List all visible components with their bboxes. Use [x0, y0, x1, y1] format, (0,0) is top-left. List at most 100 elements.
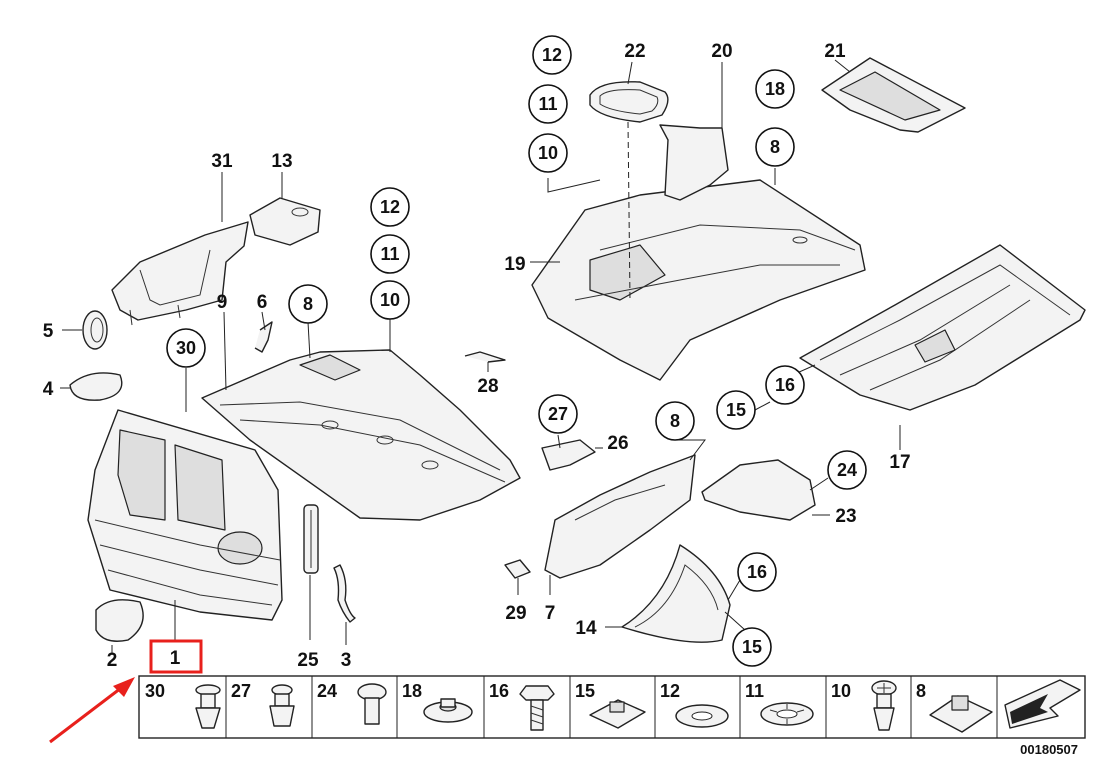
part-19-rear-panel — [531, 179, 866, 381]
circle-16-upper — [765, 365, 805, 405]
strip-label-10: 10 — [831, 681, 851, 701]
part-6-clip — [254, 321, 273, 353]
label-8-side: 8 — [670, 411, 680, 431]
part-4-cover — [69, 372, 123, 401]
highlight-arrow — [49, 683, 126, 744]
label-9: 9 — [217, 292, 228, 313]
circle-30 — [166, 328, 206, 368]
label-15-upper: 15 — [726, 400, 746, 420]
label-24: 24 — [837, 460, 857, 480]
expansion-rivet-icon — [269, 684, 295, 727]
part-25-strip — [303, 504, 319, 574]
highlight-arrow-head — [113, 677, 135, 697]
circle-8-side — [655, 401, 695, 441]
strip-label-30: 30 — [145, 681, 165, 701]
part-2-cap — [95, 599, 144, 642]
push-rivet-icon — [195, 684, 221, 729]
part-3-strap — [333, 564, 356, 623]
part-20-bracket — [659, 124, 729, 201]
part-30-front-panel — [87, 409, 283, 621]
label-21: 21 — [824, 41, 846, 62]
label-22: 22 — [624, 41, 645, 62]
part-5-ring — [82, 310, 108, 350]
label-4: 4 — [43, 379, 54, 400]
label-12-front: 12 — [380, 197, 400, 217]
circled-labels: 12 11 10 18 8 12 11 10 8 30 27 8 15 16 2… — [166, 35, 867, 667]
part-13-plate — [249, 197, 321, 246]
label-2: 2 — [107, 650, 118, 671]
strip-label-24: 24 — [317, 681, 337, 701]
part-22-gasket — [589, 81, 669, 123]
plain-labels: 31 13 5 4 9 6 28 26 19 22 20 21 17 23 29… — [43, 41, 911, 671]
label-25: 25 — [297, 650, 319, 671]
label-16-upper: 16 — [775, 375, 795, 395]
part-29-clip — [504, 559, 531, 579]
washer-nut-icon — [423, 698, 473, 723]
part-28-clip — [464, 351, 506, 363]
label-27: 27 — [548, 404, 568, 424]
label-13: 13 — [271, 151, 292, 172]
label-30: 30 — [176, 338, 196, 358]
label-7: 7 — [545, 603, 556, 624]
circle-8-front — [288, 284, 328, 324]
label-17: 17 — [889, 452, 910, 473]
hardware-strip: 30 27 24 18 16 15 12 11 10 8 — [138, 675, 1086, 739]
strip-label-16: 16 — [489, 681, 509, 701]
label-8-front: 8 — [303, 294, 313, 314]
highlight-annotation — [49, 639, 203, 744]
highlight-box — [149, 639, 203, 674]
label-10-front: 10 — [380, 290, 400, 310]
circle-24 — [827, 450, 867, 490]
label-5: 5 — [43, 321, 54, 342]
label-26: 26 — [607, 433, 628, 454]
label-11-front: 11 — [380, 244, 399, 264]
part-14-liner — [621, 544, 731, 643]
circle-10-front — [370, 280, 410, 320]
circle-11-rear — [528, 84, 568, 124]
part-17-floor-panel — [799, 244, 1086, 411]
star-washer-icon — [760, 702, 814, 726]
circle-16-lower — [737, 552, 777, 592]
strip-label-11: 11 — [745, 681, 764, 701]
label-20: 20 — [711, 41, 732, 62]
diagram-code: 00180507 — [1020, 742, 1078, 757]
label-15-lower: 15 — [742, 637, 762, 657]
strip-label-27: 27 — [231, 681, 251, 701]
label-31: 31 — [211, 151, 233, 172]
label-14: 14 — [575, 618, 597, 639]
plastic-rivet-icon — [357, 683, 387, 725]
circle-8-rear — [755, 127, 795, 167]
label-12-rear: 12 — [542, 45, 562, 65]
strip-label-15: 15 — [575, 681, 595, 701]
label-19: 19 — [504, 254, 525, 275]
label-3: 3 — [341, 650, 352, 671]
strip-label-18: 18 — [402, 681, 422, 701]
flat-washer-icon — [675, 704, 729, 728]
spring-clip-icon — [929, 695, 993, 733]
label-8-rear: 8 — [770, 137, 780, 157]
hex-screw-icon — [519, 685, 555, 731]
part-23-bracket — [701, 459, 816, 521]
circle-15-upper — [716, 390, 756, 430]
circle-10-rear — [528, 133, 568, 173]
circle-12-front — [370, 187, 410, 227]
circle-18 — [755, 69, 795, 109]
label-29: 29 — [505, 603, 526, 624]
label-23: 23 — [835, 506, 856, 527]
label-18: 18 — [765, 79, 785, 99]
part-21-duct — [821, 57, 966, 133]
circle-12-rear — [532, 35, 572, 75]
part-7-side-panel — [544, 454, 696, 579]
part-9-underbody-panel — [201, 349, 521, 521]
circle-27 — [538, 394, 578, 434]
part-31-bracket — [111, 221, 249, 326]
label-1: 1 — [170, 648, 181, 669]
label-16-lower: 16 — [747, 562, 767, 582]
part-26-bracket — [541, 439, 596, 471]
direction-arrow-icon — [1004, 679, 1081, 729]
circle-15-lower — [732, 627, 772, 667]
strip-label-12: 12 — [660, 681, 680, 701]
clip-nut-icon — [589, 699, 646, 729]
label-10-rear: 10 — [538, 143, 558, 163]
